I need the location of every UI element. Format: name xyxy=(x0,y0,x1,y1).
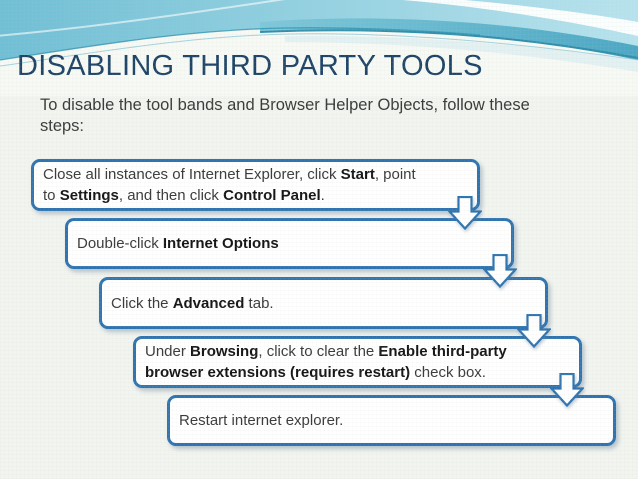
down-arrow-icon xyxy=(448,196,482,230)
wave-outline-2 xyxy=(0,33,638,67)
step-box-4: Under Browsing, click to clear the Enabl… xyxy=(133,336,582,388)
slide-title: DISABLING THIRD PARTY TOOLS xyxy=(17,50,483,82)
wave-outline xyxy=(0,27,481,61)
step-box-2: Double-click Internet Options xyxy=(65,218,514,269)
step-text: Restart internet explorer. xyxy=(179,412,344,429)
down-arrow-icon xyxy=(550,373,584,407)
header-wave-graphic xyxy=(0,0,638,96)
step-box-5: Restart internet explorer. xyxy=(167,395,616,446)
down-arrow-icon xyxy=(517,314,551,348)
down-arrow-icon xyxy=(483,254,517,288)
wave-white-stripe xyxy=(402,0,638,36)
wave-thin-white-line xyxy=(0,0,286,37)
step-text: Under Browsing, click to clear the Enabl… xyxy=(145,343,507,381)
wave-pale-wash xyxy=(285,35,638,72)
step-text: Double-click Internet Options xyxy=(77,235,279,252)
intro-text: To disable the tool bands and Browser He… xyxy=(40,96,530,136)
step-box-3: Click the Advanced tab. xyxy=(99,277,548,329)
wave-dark-line xyxy=(259,29,638,59)
step-text: Close all instances of Internet Explorer… xyxy=(43,166,416,204)
step-text: Click the Advanced tab. xyxy=(111,294,274,312)
step-box-1: Close all instances of Internet Explorer… xyxy=(31,159,480,211)
